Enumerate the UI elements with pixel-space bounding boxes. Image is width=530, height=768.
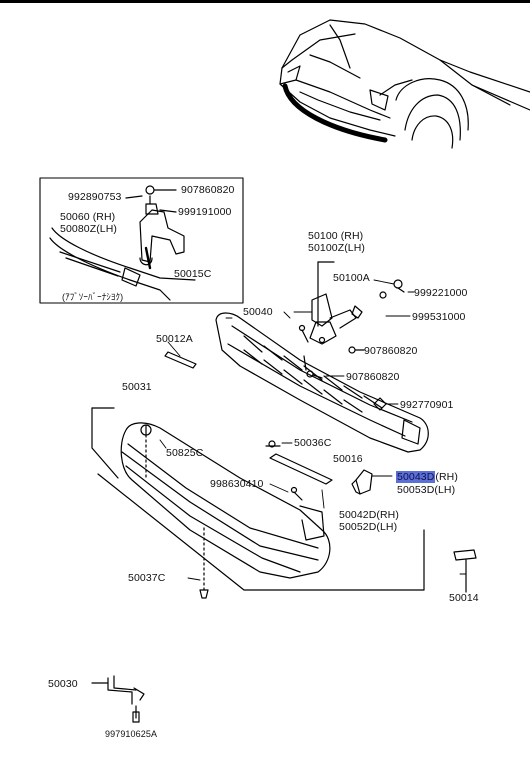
label-50100z: 50100Z(LH) bbox=[308, 242, 366, 254]
inset-detail bbox=[39, 177, 244, 304]
label-907860820-low: 907860820 bbox=[346, 371, 400, 383]
leader-lines bbox=[159, 279, 467, 581]
label-50031: 50031 bbox=[122, 381, 152, 393]
label-50012a: 50012A bbox=[156, 333, 193, 345]
bracket-50030 bbox=[91, 675, 145, 723]
part-50012a bbox=[164, 351, 197, 369]
label-50043d: 50043D(RH) bbox=[396, 471, 458, 483]
label-50080z: 50080Z(LH) bbox=[60, 223, 118, 235]
plate-50014 bbox=[453, 549, 477, 593]
strip-50016 bbox=[265, 440, 333, 485]
inset-caption: (ｱﾌﾞｿｰﾊﾞｰﾅｼﾖｸ) bbox=[62, 292, 124, 302]
label-50016: 50016 bbox=[333, 453, 363, 465]
bumper-cover-50031 bbox=[91, 407, 425, 599]
label-50036c: 50036C bbox=[294, 437, 332, 449]
label-50060: 50060 (RH) bbox=[60, 211, 116, 223]
label-50052d: 50052D(LH) bbox=[339, 521, 398, 533]
label-998630410: 998630410 bbox=[210, 478, 264, 490]
label-997910625a: 997910625A bbox=[105, 729, 158, 739]
car-front-illustration bbox=[279, 19, 530, 149]
label-50043d-side: (RH) bbox=[435, 471, 458, 483]
label-992770901: 992770901 bbox=[400, 399, 454, 411]
label-999191000: 999191000 bbox=[178, 206, 232, 218]
label-50100: 50100 (RH) bbox=[308, 230, 364, 242]
label-50015c: 50015C bbox=[174, 268, 212, 280]
label-992890753: 992890753 bbox=[68, 191, 122, 203]
top-border bbox=[0, 0, 530, 3]
label-50014: 50014 bbox=[449, 592, 479, 604]
label-50100a: 50100A bbox=[333, 272, 370, 284]
label-999221000: 999221000 bbox=[414, 287, 468, 299]
label-907860820-top: 907860820 bbox=[181, 184, 235, 196]
bracket-50043d bbox=[351, 469, 373, 495]
label-50053d: 50053D(LH) bbox=[397, 484, 456, 496]
label-50042d: 50042D(RH) bbox=[339, 509, 399, 521]
label-907860820-mid: 907860820 bbox=[364, 345, 418, 357]
label-50037c: 50037C bbox=[128, 572, 166, 584]
label-999531000: 999531000 bbox=[412, 311, 466, 323]
label-50040: 50040 bbox=[243, 306, 273, 318]
label-50030: 50030 bbox=[48, 678, 78, 690]
label-50825c: 50825C bbox=[166, 447, 204, 459]
highlighted-part-number: 50043D bbox=[396, 471, 436, 483]
